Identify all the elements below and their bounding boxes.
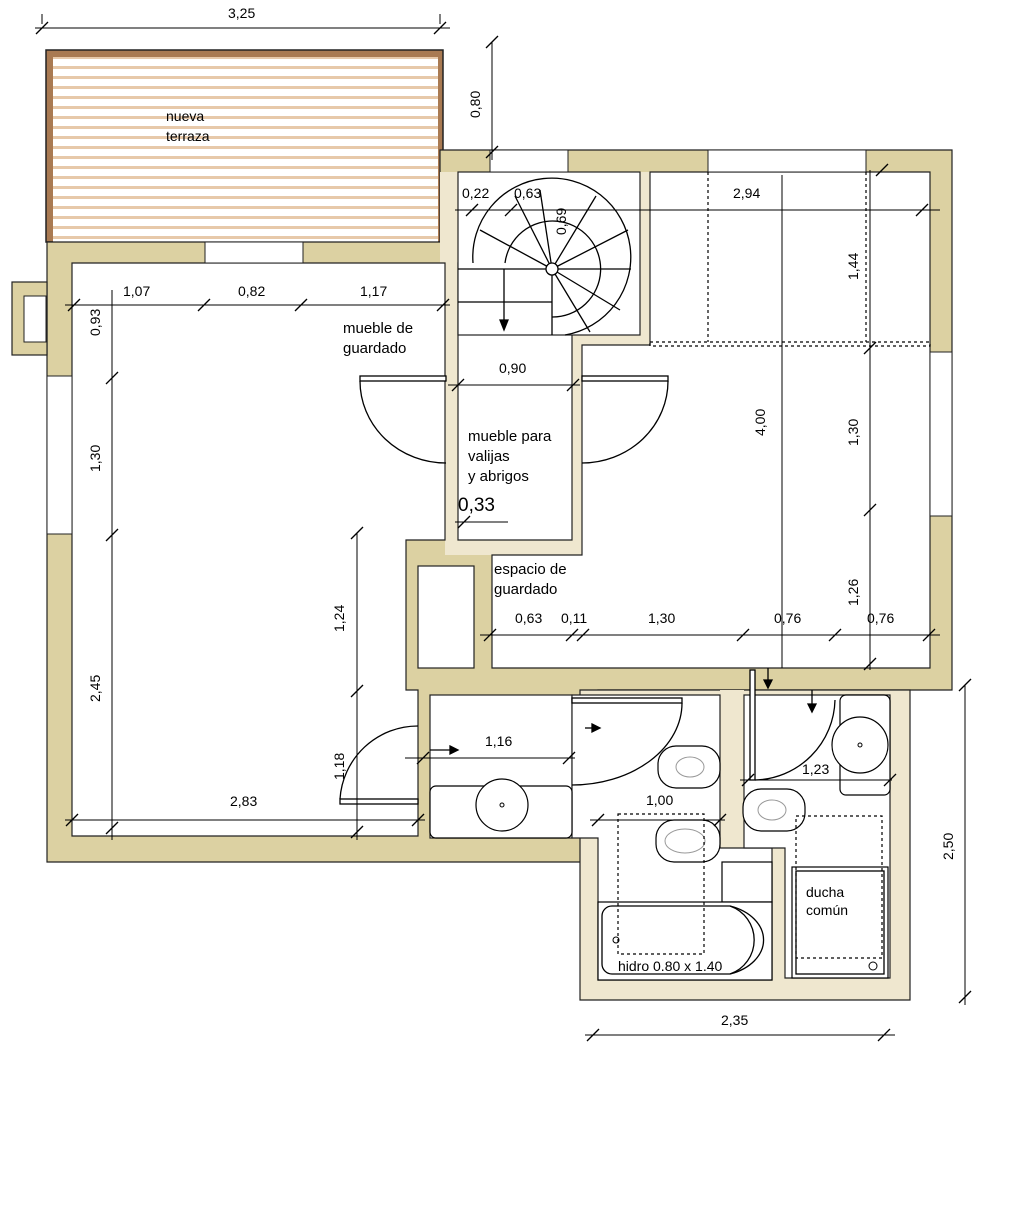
sink-icon <box>831 716 889 774</box>
toilet-icon <box>742 788 806 832</box>
dim-door-090: 0,90 <box>499 360 526 376</box>
dim-bath-235: 2,35 <box>721 1012 748 1028</box>
fixtures: hidro 0.80 x 1.40 ducha común <box>429 172 931 981</box>
window <box>46 375 73 535</box>
storage-space-label-2: guardado <box>494 581 557 598</box>
terrace-label-1: nueva <box>166 108 204 124</box>
dimension-labels: 3,25 0,80 0,22 0,63 0,69 2,94 1,44 1,07 … <box>87 5 956 1028</box>
storage-furniture-label-1: mueble de <box>343 320 413 337</box>
dim-082: 0,82 <box>238 283 265 299</box>
spiral-stair <box>458 177 632 336</box>
dimension-lines <box>35 14 972 1042</box>
dim-terrace-offset: 0,80 <box>467 91 483 118</box>
shower-label-2: común <box>806 902 848 918</box>
toilet-icon <box>657 745 721 789</box>
window <box>489 149 569 173</box>
dim-stair-b: 0,63 <box>514 185 541 201</box>
storage-closet <box>417 565 475 669</box>
terrace: nueva terraza <box>45 49 444 243</box>
window <box>707 149 867 173</box>
dim-right-126: 1,26 <box>845 579 861 606</box>
dim-bot-076a: 0,76 <box>774 610 801 626</box>
dim-bath-100: 1,00 <box>646 792 673 808</box>
dim-room-h1: 1,44 <box>845 253 861 280</box>
dim-closet-033: 0,33 <box>458 495 495 516</box>
window <box>929 351 953 517</box>
doors <box>339 375 836 805</box>
dim-terrace-width: 3,25 <box>228 5 255 21</box>
window <box>204 241 304 264</box>
dim-right-130: 1,30 <box>845 419 861 446</box>
dim-bath-116: 1,16 <box>485 733 512 749</box>
dim-bot-011: 0,11 <box>561 610 587 626</box>
dim-bot-076b: 0,76 <box>867 610 894 626</box>
dim-left-130: 1,30 <box>87 445 103 472</box>
hydro-tub-label: hidro 0.80 x 1.40 <box>618 958 723 974</box>
dim-stair-c: 0,69 <box>553 208 569 235</box>
terrace-label-2: terraza <box>166 128 210 144</box>
dim-stair-a: 0,22 <box>462 185 489 201</box>
dim-mid-124: 1,24 <box>331 605 347 632</box>
right-room <box>491 171 931 669</box>
windows <box>46 149 953 535</box>
dim-bot-130: 1,30 <box>648 610 675 626</box>
dim-door-118: 1,18 <box>331 753 347 780</box>
main-room <box>71 262 446 837</box>
dim-room-height: 4,00 <box>752 409 768 436</box>
luggage-furniture-label-1: mueble para <box>468 428 552 445</box>
room-labels: mueble de guardado mueble para valijas y… <box>343 320 567 598</box>
bidet-icon <box>655 819 721 863</box>
shower-tray <box>791 866 889 979</box>
dim-left-093: 0,93 <box>87 309 103 336</box>
storage-space-label-1: espacio de <box>494 561 567 578</box>
dim-107: 1,07 <box>123 283 150 299</box>
shower-label-1: ducha <box>806 884 844 900</box>
dim-bath-123: 1,23 <box>802 761 829 777</box>
dim-room-width-top: 2,94 <box>733 185 760 201</box>
luggage-furniture-label-2: valijas <box>468 448 510 465</box>
dim-bot-063: 0,63 <box>515 610 542 626</box>
dim-bath-250: 2,50 <box>940 833 956 860</box>
sink-icon <box>475 778 529 832</box>
dim-117: 1,17 <box>360 283 387 299</box>
luggage-furniture-label-3: y abrigos <box>468 468 529 485</box>
dim-left-245: 2,45 <box>87 675 103 702</box>
storage-furniture-label-2: guardado <box>343 340 406 357</box>
dim-main-283: 2,83 <box>230 793 257 809</box>
